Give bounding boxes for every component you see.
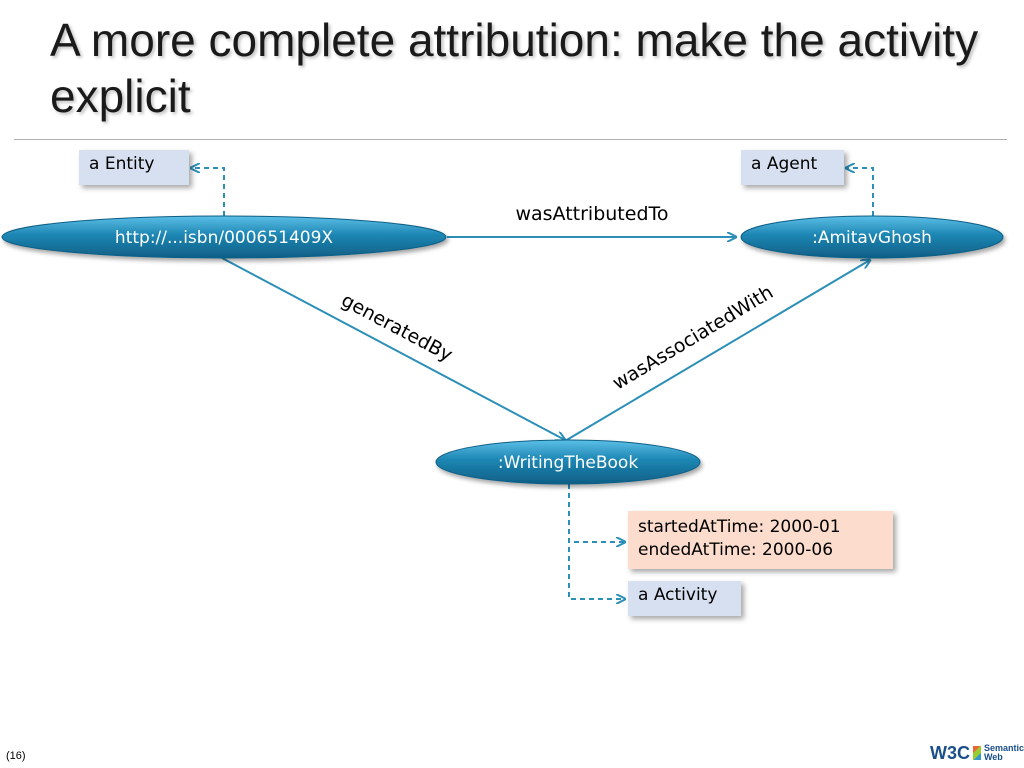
logo-line1: Semantic bbox=[983, 743, 1024, 753]
node-activity-label: :WritingTheBook bbox=[498, 453, 639, 473]
type-entity-label: a Entity bbox=[89, 154, 155, 174]
node-activity-ellipse bbox=[435, 439, 701, 485]
edge-label-was-attributed-to: wasAttributedTo bbox=[515, 203, 668, 225]
title-divider bbox=[14, 139, 1007, 140]
node-agent-ellipse bbox=[740, 215, 1004, 259]
slide-title: A more complete attribution: make the ac… bbox=[50, 14, 979, 122]
edge-type-activity bbox=[568, 484, 625, 599]
type-activity-label: a Activity bbox=[638, 585, 718, 605]
logo-w3c-text: W3C bbox=[930, 742, 970, 763]
w3c-semantic-web-logo: W3C Semantic Web bbox=[930, 740, 1024, 766]
logo-semantic-web-text: Semantic Web bbox=[984, 744, 1024, 762]
edge-type-entity bbox=[191, 168, 225, 216]
edge-was-associated-with bbox=[564, 260, 870, 442]
activity-times-box: startedAtTime: 2000-01 endedAtTime: 2000… bbox=[628, 511, 893, 569]
logo-line2: Web bbox=[983, 752, 1003, 762]
ended-at-time: endedAtTime: 2000-06 bbox=[638, 540, 834, 560]
edge-generated-by bbox=[221, 257, 565, 440]
type-agent-label: a Agent bbox=[751, 154, 818, 174]
page-number: (16) bbox=[6, 750, 26, 762]
semantic-web-cube-icon bbox=[973, 746, 981, 760]
node-agent-label: :AmitavGhosh bbox=[812, 228, 932, 248]
type-activity-box: a Activity bbox=[628, 581, 741, 616]
edge-label-was-associated-with: wasAssociatedWith bbox=[609, 281, 777, 394]
type-agent-box: a Agent bbox=[741, 150, 844, 185]
edge-activity-times bbox=[568, 484, 625, 542]
started-at-time: startedAtTime: 2000-01 bbox=[638, 517, 841, 537]
node-book-label: http://...isbn/000651409X bbox=[115, 228, 334, 248]
edge-type-agent bbox=[846, 168, 874, 216]
type-entity-box: a Entity bbox=[79, 150, 189, 185]
node-book-ellipse bbox=[1, 215, 447, 259]
